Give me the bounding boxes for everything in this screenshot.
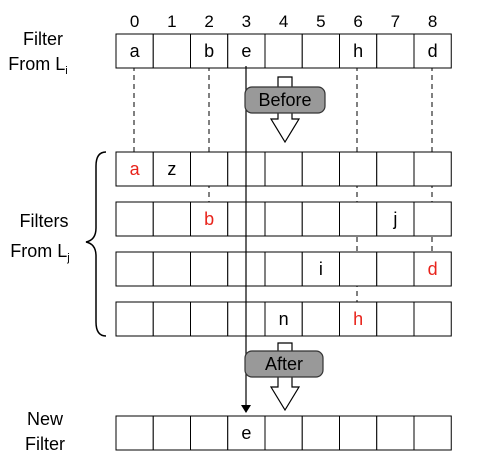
cell-text-new-filter-3: e bbox=[241, 423, 251, 443]
filter-from-li-label-line1: Filter bbox=[23, 29, 63, 49]
filters-from-lj-label-line2: From Lj bbox=[10, 241, 69, 264]
before-button-label: Before bbox=[258, 90, 311, 110]
cell-lj-2-1 bbox=[152, 201, 191, 237]
cell-lj-3-1 bbox=[152, 251, 191, 287]
cell-lj-1-7 bbox=[376, 151, 415, 187]
cell-lj-1-5 bbox=[301, 151, 340, 187]
cell-text-filter-li-6: h bbox=[353, 41, 363, 61]
cell-new-filter-2 bbox=[190, 415, 229, 451]
cell-lj-4-2 bbox=[190, 301, 229, 337]
cell-lj-3-2 bbox=[190, 251, 229, 287]
cell-lj-3-0 bbox=[115, 251, 154, 287]
filters-from-lj-label-sub: j bbox=[66, 252, 69, 264]
cell-lj-3-4 bbox=[264, 251, 303, 287]
cell-text-filter-li-0: a bbox=[130, 41, 141, 61]
cell-filter-li-6 bbox=[339, 33, 378, 69]
before-button[interactable] bbox=[244, 86, 326, 114]
cell-filter-li-7 bbox=[376, 33, 415, 69]
cell-text-lj-4-6: h bbox=[353, 309, 363, 329]
cell-filter-li-8 bbox=[413, 33, 452, 69]
cell-new-filter-4 bbox=[264, 415, 303, 451]
cell-lj-2-7 bbox=[376, 201, 415, 237]
index-label-3: 3 bbox=[242, 12, 251, 31]
index-label-4: 4 bbox=[279, 12, 288, 31]
cell-new-filter-7 bbox=[376, 415, 415, 451]
cell-lj-4-0 bbox=[115, 301, 154, 337]
cell-lj-4-7 bbox=[376, 301, 415, 337]
row-new-filter: e bbox=[115, 415, 452, 451]
filters-from-lj-label-line1: Filters bbox=[20, 211, 69, 231]
index-label-6: 6 bbox=[353, 12, 362, 31]
cell-lj-1-1 bbox=[152, 151, 191, 187]
cell-lj-2-0 bbox=[115, 201, 154, 237]
cell-lj-2-4 bbox=[264, 201, 303, 237]
cell-new-filter-0 bbox=[115, 415, 154, 451]
after-button-label: After bbox=[265, 354, 303, 374]
index-label-0: 0 bbox=[130, 12, 139, 31]
cell-lj-2-8 bbox=[413, 201, 452, 237]
filters-brace bbox=[85, 151, 107, 337]
cell-lj-4-5 bbox=[301, 301, 340, 337]
index-label-5: 5 bbox=[316, 12, 325, 31]
cell-new-filter-8 bbox=[413, 415, 452, 451]
filter-from-li-label-main: From L bbox=[8, 54, 65, 74]
before-indicator: Before bbox=[244, 76, 326, 144]
cell-lj-3-5 bbox=[301, 251, 340, 287]
new-filter-label-line2: Filter bbox=[25, 434, 65, 454]
filters-from-lj-label-main: From L bbox=[10, 241, 67, 261]
cell-lj-3-7 bbox=[376, 251, 415, 287]
cell-text-lj-1-0: a bbox=[130, 159, 141, 179]
after-indicator: After bbox=[244, 342, 324, 412]
cell-text-lj-4-4: n bbox=[279, 309, 289, 329]
cell-text-filter-li-3: e bbox=[241, 41, 251, 61]
cell-filter-li-5 bbox=[301, 33, 340, 69]
cell-lj-4-8 bbox=[413, 301, 452, 337]
cell-text-filter-li-8: d bbox=[428, 41, 438, 61]
cell-lj-4-1 bbox=[152, 301, 191, 337]
cell-lj-2-6 bbox=[339, 201, 378, 237]
cell-text-lj-3-5: i bbox=[319, 259, 323, 279]
cell-filter-li-4 bbox=[264, 33, 303, 69]
cell-new-filter-3 bbox=[227, 415, 266, 451]
cell-new-filter-5 bbox=[301, 415, 340, 451]
cell-lj-1-8 bbox=[413, 151, 452, 187]
cell-text-lj-3-8: d bbox=[428, 259, 438, 279]
cell-lj-3-8 bbox=[413, 251, 452, 287]
cell-filter-li-1 bbox=[152, 33, 191, 69]
cell-lj-3-6 bbox=[339, 251, 378, 287]
cell-lj-1-4 bbox=[264, 151, 303, 187]
cell-lj-2-2 bbox=[190, 201, 229, 237]
new-filter-label-line1: New bbox=[27, 409, 64, 429]
cell-text-lj-2-2: b bbox=[204, 209, 214, 229]
cell-lj-1-2 bbox=[190, 151, 229, 187]
cell-new-filter-6 bbox=[339, 415, 378, 451]
cell-lj-2-5 bbox=[301, 201, 340, 237]
cell-lj-1-6 bbox=[339, 151, 378, 187]
index-labels: 0 1 2 3 4 5 6 7 8 bbox=[130, 12, 437, 31]
cell-text-filter-li-2: b bbox=[204, 41, 214, 61]
index-label-8: 8 bbox=[428, 12, 437, 31]
filter-from-li-label-sub: i bbox=[65, 65, 67, 77]
index-label-1: 1 bbox=[167, 12, 176, 31]
cell-text-lj-1-1: z bbox=[167, 159, 176, 179]
cell-new-filter-1 bbox=[152, 415, 191, 451]
index-label-2: 2 bbox=[204, 12, 213, 31]
filter-from-li-label-line2: From Li bbox=[8, 54, 67, 77]
cell-text-lj-2-7: j bbox=[392, 209, 397, 229]
index-label-7: 7 bbox=[391, 12, 400, 31]
after-button[interactable] bbox=[244, 350, 324, 378]
